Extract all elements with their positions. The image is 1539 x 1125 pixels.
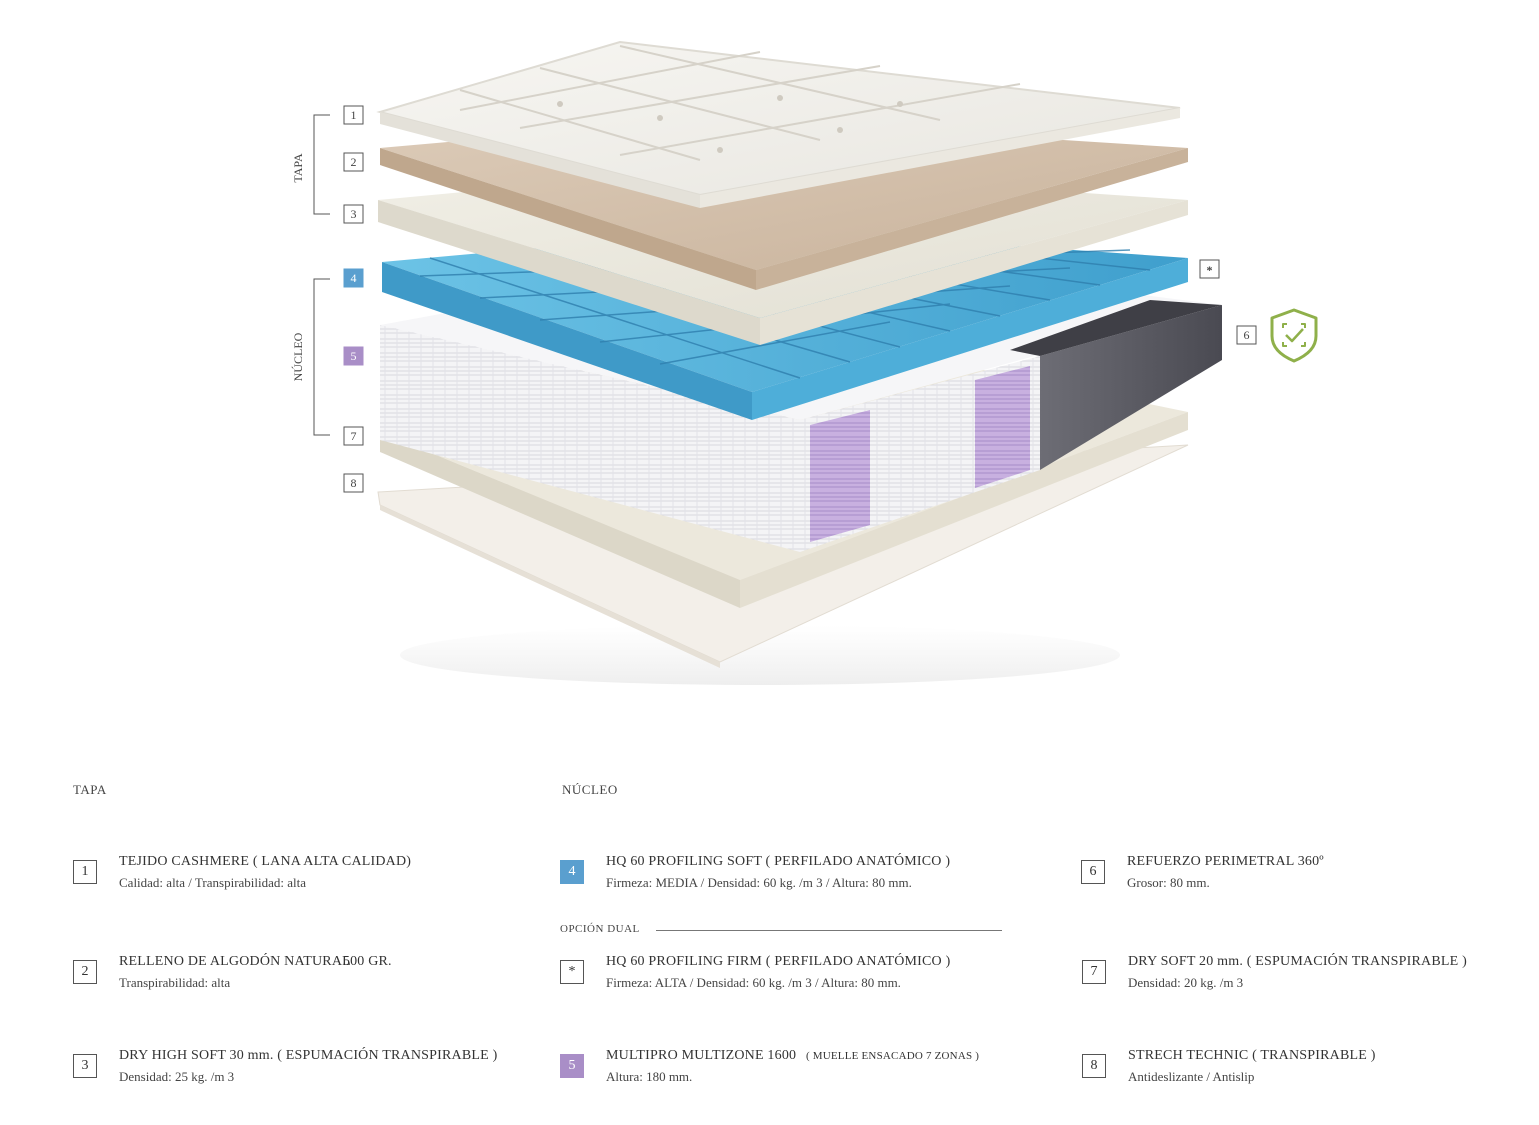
legend-sub-7: Densidad: 20 kg. /m 3 (1128, 975, 1244, 990)
legend-sub-6: Grosor: 80 mm. (1127, 875, 1210, 890)
marker-8: 8 (343, 473, 364, 493)
legend-title-2-extra: 500 GR. (342, 954, 392, 969)
legend-number-4: 4 (560, 860, 584, 884)
legend-title-star: HQ 60 PROFILING FIRM ( PERFILADO ANATÓMI… (606, 954, 951, 969)
marker-star: * (1199, 259, 1220, 279)
legend-number-star: * (560, 960, 584, 984)
marker-4: 4 (343, 268, 364, 288)
legend-sub-2: Transpirabilidad: alta (119, 975, 231, 990)
svg-text:1: 1 (351, 108, 357, 122)
legend-number-6: 6 (1081, 860, 1105, 884)
legend-number-2: 2 (73, 960, 97, 984)
svg-text:8: 8 (351, 476, 357, 490)
floor-shadow (400, 625, 1120, 685)
legend-title-5: MULTIPRO MULTIZONE 1600 ( MUELLE ENSACAD… (606, 1048, 979, 1064)
layer-1-cashmere-cover (376, 40, 1181, 208)
legend-number-7: 7 (1082, 960, 1106, 984)
legend-sub-star: Firmeza: ALTA / Densidad: 60 kg. /m 3 / … (606, 975, 901, 990)
shield-check-icon (1270, 308, 1318, 363)
svg-text:3: 3 (351, 207, 357, 221)
bracket-tapa-label: TAPA (291, 153, 305, 183)
legend-sub-8: Antideslizante / Antislip (1128, 1069, 1255, 1084)
bracket-nucleo-label: NÚCLEO (291, 332, 305, 381)
legend-title-8: STRECH TECHNIC ( TRANSPIRABLE ) (1128, 1048, 1376, 1063)
marker-7: 7 (343, 426, 364, 446)
dual-option-line (656, 930, 1002, 931)
legend-title-5-main: MULTIPRO MULTIZONE 1600 (606, 1048, 797, 1063)
legend-title-2: RELLENO DE ALGODÓN NATURAL500 GR. (119, 954, 392, 970)
svg-text:7: 7 (351, 429, 357, 443)
legend-title-1: TEJIDO CASHMERE ( LANA ALTA CALIDAD) (119, 854, 412, 869)
legend-title-3: DRY HIGH SOFT 30 mm. ( ESPUMACIÓN TRANSP… (119, 1048, 498, 1063)
marker-1: 1 (343, 105, 364, 125)
legend-sub-5: Altura: 180 mm. (606, 1069, 693, 1084)
legend-number-1: 1 (73, 860, 97, 884)
bracket-tapa (313, 114, 330, 215)
mattress-layers-illustration: TAPA NÚCLEO 1 2 3 4 5 7 8 * 6 (291, 40, 1318, 685)
legend-number-8: 8 (1082, 1054, 1106, 1078)
legend-sub-4: Firmeza: MEDIA / Densidad: 60 kg. /m 3 /… (606, 875, 912, 890)
svg-text:2: 2 (351, 155, 357, 169)
marker-2: 2 (343, 152, 364, 172)
layer-6-perimeter-frame (1040, 305, 1222, 470)
svg-text:*: * (1207, 263, 1213, 277)
section-title-tapa: TAPA (73, 782, 107, 797)
legend-title-2-main: RELLENO DE ALGODÓN NATURAL (119, 954, 351, 969)
svg-text:6: 6 (1244, 328, 1250, 342)
legend-number-5: 5 (560, 1054, 584, 1078)
dual-option-divider: OPCIÓN DUAL (560, 923, 1002, 939)
legend-title-6: REFUERZO PERIMETRAL 360º (1127, 854, 1324, 869)
svg-text:5: 5 (351, 349, 357, 363)
legend-sub-1: Calidad: alta / Transpirabilidad: alta (119, 875, 307, 890)
legend-title-5-extra: ( MUELLE ENSACADO 7 ZONAS ) (805, 1050, 980, 1062)
marker-5: 5 (343, 346, 364, 366)
dual-option-label: OPCIÓN DUAL (560, 923, 646, 935)
legend-title-7: DRY SOFT 20 mm. ( ESPUMACIÓN TRANSPIRABL… (1128, 954, 1467, 969)
legend-number-3: 3 (73, 1054, 97, 1078)
legend-title-4: HQ 60 PROFILING SOFT ( PERFILADO ANATÓMI… (606, 854, 951, 869)
section-title-nucleo: NÚCLEO (562, 782, 618, 797)
svg-text:4: 4 (351, 271, 357, 285)
marker-3: 3 (343, 204, 364, 224)
bracket-nucleo (313, 278, 330, 436)
marker-6: 6 (1236, 325, 1257, 345)
legend-sub-3: Densidad: 25 kg. /m 3 (119, 1069, 235, 1084)
